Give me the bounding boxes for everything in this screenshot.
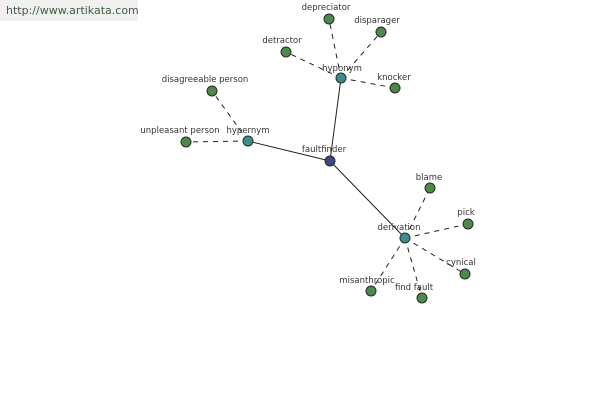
label-pick[interactable]: pick [457,208,474,218]
label-derivation[interactable]: derivation [377,223,420,233]
site-banner: http://www.artikata.com [0,0,139,21]
node-unpleasant-person[interactable] [180,136,192,148]
node-find-fault[interactable] [416,292,428,304]
label-faultfinder[interactable]: faultfinder [302,145,347,155]
node-detractor[interactable] [280,46,292,58]
node-hyponym[interactable] [335,72,347,84]
label-knocker[interactable]: knocker [377,73,411,83]
label-misanthropic[interactable]: misanthropic [339,276,395,286]
node-depreciator[interactable] [323,13,335,25]
edge-hyponym-detractor [285,51,342,79]
label-detractor[interactable]: detractor [262,36,302,46]
graph-edges [185,18,469,299]
edge-hyponym-depreciator [328,18,342,79]
node-misanthropic[interactable] [365,285,377,297]
edge-derivation-cynical [404,237,466,275]
label-disagreeable-person[interactable]: disagreeable person [162,75,249,85]
node-hypernym[interactable] [242,135,254,147]
label-cynical[interactable]: cynical [446,258,476,268]
node-knocker[interactable] [389,82,401,94]
node-disparager[interactable] [375,26,387,38]
edge-hypernym-disagreeable_person [211,90,249,142]
edge-faultfinder-derivation [329,160,406,239]
node-derivation[interactable] [399,232,411,244]
node-faultfinder[interactable] [324,155,336,167]
edge-derivation-misanthropic [370,237,406,292]
node-cynical[interactable] [459,268,471,280]
graph-nodes [180,13,474,304]
site-url-text: http://www.artikata.com [6,4,139,17]
label-find-fault[interactable]: find fault [395,283,434,293]
edge-hypernym-unpleasant_person [185,140,249,143]
node-blame[interactable] [424,182,436,194]
edge-faultfinder-hyponym [329,77,342,162]
edge-derivation-pick [404,223,469,239]
label-disparager[interactable]: disparager [354,16,400,26]
edge-faultfinder-hypernym [247,140,331,162]
label-hypernym[interactable]: hypernym [226,126,269,136]
label-hyponym[interactable]: hyponym [322,64,362,74]
node-pick[interactable] [462,218,474,230]
graph-labels: faultfinder hypernym hyponym derivation disa… [140,3,475,293]
label-unpleasant-person[interactable]: unpleasant person [140,126,219,136]
edge-hyponym-disparager [340,31,382,79]
edge-derivation-find_fault [404,237,423,299]
label-depreciator[interactable]: depreciator [302,3,351,13]
label-blame[interactable]: blame [416,173,442,183]
node-disagreeable-person[interactable] [206,85,218,97]
